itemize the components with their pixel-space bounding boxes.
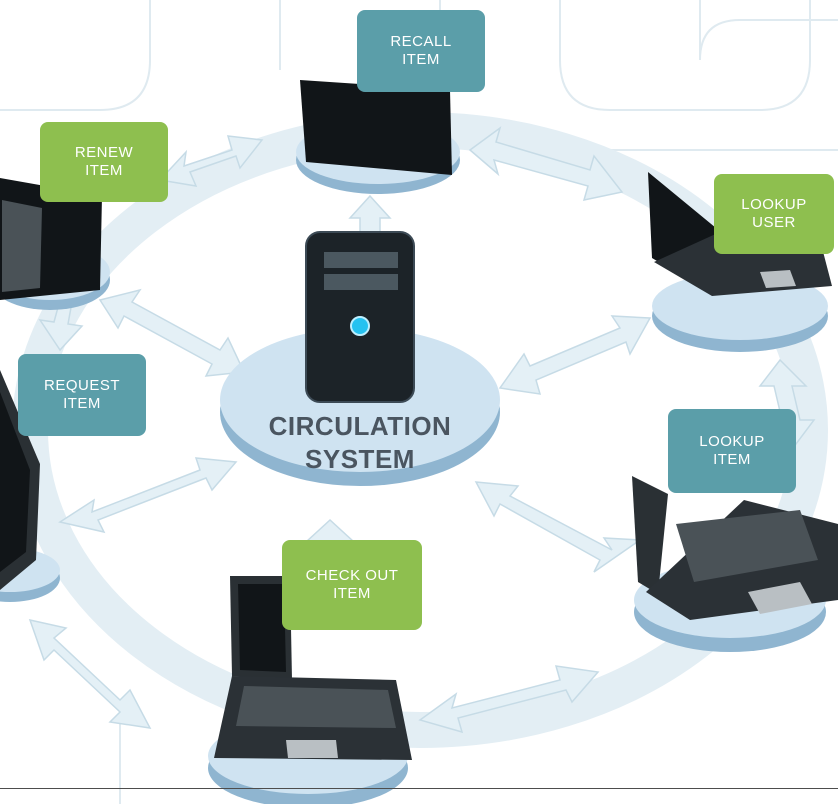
circulation-system-title: CIRCULATION SYSTEM <box>268 411 452 474</box>
laptop-lookup-item <box>632 476 838 652</box>
arrow-request-checkout <box>28 618 152 729</box>
laptop-request <box>0 370 60 602</box>
laptop-lookup-user <box>648 172 832 352</box>
server-icon <box>305 231 415 403</box>
spoke-request <box>58 457 238 534</box>
arrow-renew-recall <box>158 135 264 187</box>
laptop-check-out <box>208 576 412 804</box>
bottom-divider <box>0 788 838 789</box>
outer-ring-arrows <box>28 126 816 734</box>
arrow-checkout-lookupitem <box>418 665 600 734</box>
spoke-lookupuser <box>498 315 652 395</box>
spoke-lookupitem <box>474 481 643 573</box>
arrow-recall-lookupuser <box>468 126 624 201</box>
laptop-recall <box>296 80 460 194</box>
spoke-arrows <box>58 194 652 573</box>
laptop-renew <box>0 178 110 310</box>
